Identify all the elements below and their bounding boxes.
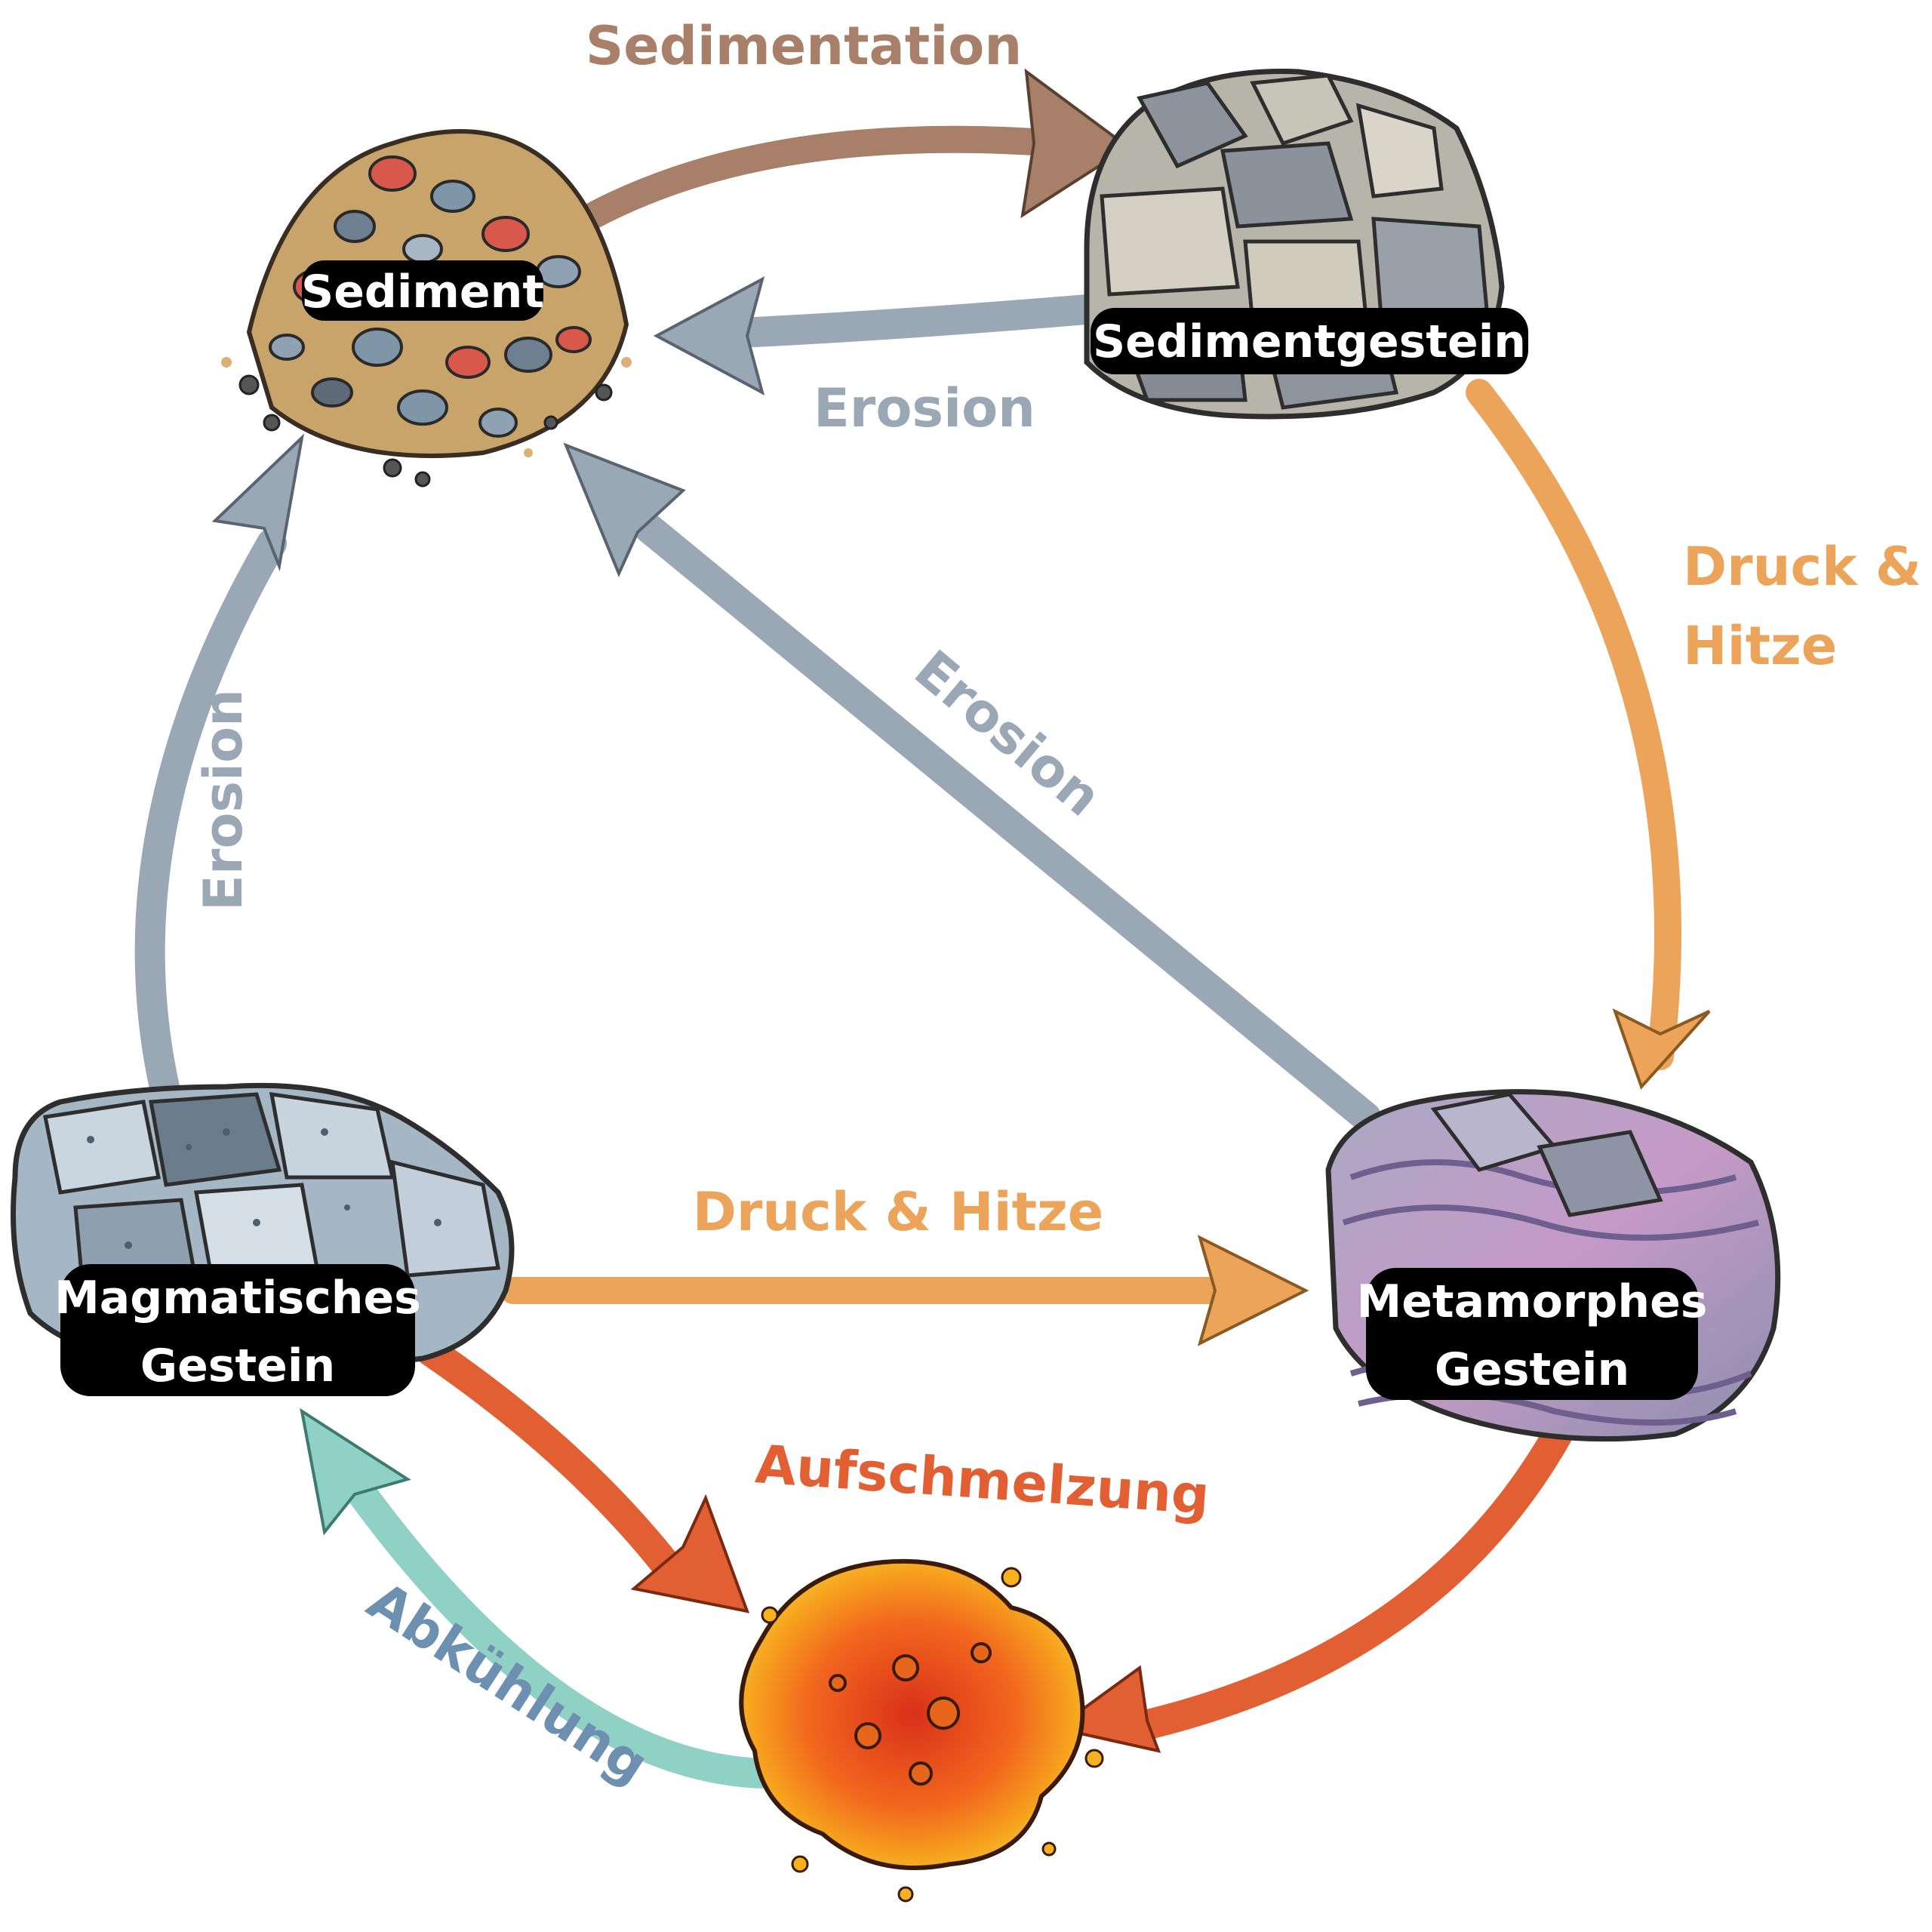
label-erosion-top: Erosion [814,377,1035,439]
node-magmatisches: Magmatisches Gestein [54,1264,421,1396]
label-aufschmelzung: Aufschmelzung [753,1433,1211,1527]
magma-splash-icon [739,1558,1104,1903]
node-magmatisches-line2: Gestein [140,1340,335,1392]
arrow-aufschmelzung-left [415,1336,750,1614]
label-druck-hitze-middle: Druck & Hitze [693,1181,1104,1243]
label-druck-hitze-right-1: Druck & [1683,536,1921,598]
arrow-erosion-diagonal [563,442,1381,1132]
label-druck-hitze-right-2: Hitze [1683,615,1837,677]
label-sedimentation: Sedimentation [586,15,1022,77]
arrow-sedimentation [560,68,1131,240]
node-metamorphes-line1: Metamorphes [1357,1275,1708,1328]
node-sedimentgestein: Sedimentgestein [1091,308,1528,374]
label-erosion-left: Erosion [192,689,254,911]
node-sediment: Sediment [301,260,544,321]
arrow-druck-hitze-middle [500,1235,1309,1346]
node-magmatisches-line1: Magmatisches [54,1272,421,1324]
arrow-erosion-left [134,433,305,1109]
arrow-erosion-top [653,276,1102,395]
node-sediment-label: Sediment [301,266,544,318]
label-abkuehlung: Abkühlung [357,1570,659,1796]
node-sedimentgestein-label: Sedimentgestein [1093,315,1526,368]
arrow-druck-hitze-right [1466,379,1711,1090]
node-metamorphes: Metamorphes Gestein [1357,1268,1708,1400]
arrow-abkuehlung [300,1407,800,1789]
node-metamorphes-line2: Gestein [1435,1343,1629,1396]
label-erosion-diagonal: Erosion [903,638,1112,829]
